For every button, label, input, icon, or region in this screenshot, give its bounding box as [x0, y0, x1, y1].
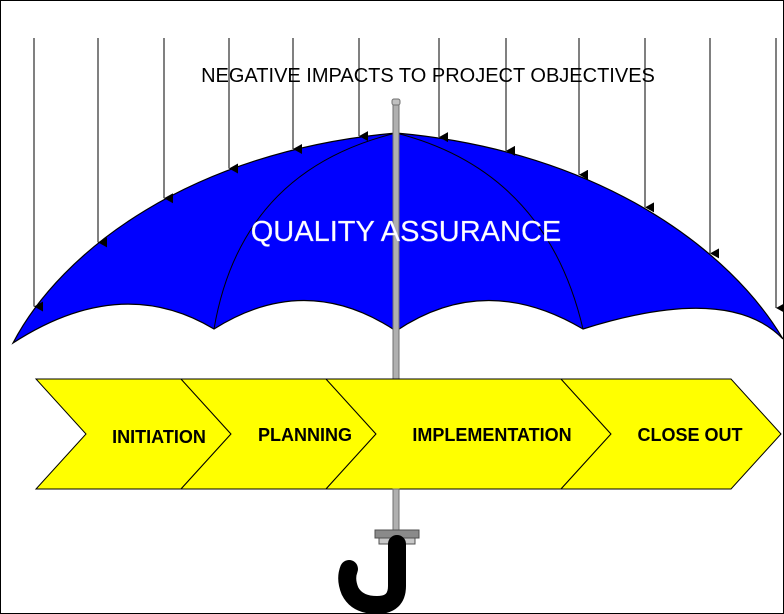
phase-chevron-close-out: [559, 378, 782, 490]
phase-label-implementation: IMPLEMENTATION: [412, 425, 571, 445]
impact-arrows: [33, 38, 783, 313]
phase-label-initiation: INITIATION: [112, 427, 206, 447]
quality-assurance-label: QUALITY ASSURANCE: [251, 216, 562, 248]
phase-label-planning: PLANNING: [258, 425, 352, 445]
canopy-rib: [213, 132, 397, 330]
umbrella-shaft-lower: [392, 488, 400, 532]
canopy-rib: [395, 132, 584, 330]
phase-chevron-bar: INITIATION PLANNING IMPLEMENTATION CLOSE…: [34, 378, 782, 490]
umbrella-handle: [338, 535, 406, 613]
phase-label-close-out: CLOSE OUT: [637, 425, 742, 445]
negative-impacts-label: NEGATIVE IMPACTS TO PROJECT OBJECTIVES: [201, 65, 655, 87]
